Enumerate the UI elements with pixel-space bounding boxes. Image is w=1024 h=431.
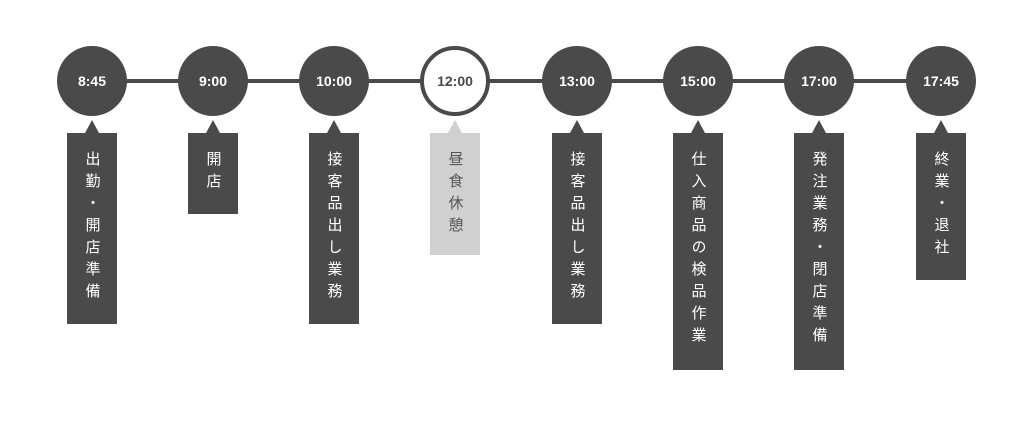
task-label: 出勤・開店準備 bbox=[83, 151, 102, 305]
time-label: 9:00 bbox=[198, 73, 228, 89]
time-circle: 8:45 bbox=[57, 46, 127, 116]
time-label: 10:00 bbox=[316, 73, 352, 89]
task-box: 接客品出し業務 bbox=[552, 133, 602, 324]
time-label: 17:00 bbox=[801, 73, 837, 89]
time-circle: 9:00 bbox=[178, 46, 248, 116]
task-label: 終業・退社 bbox=[932, 151, 951, 261]
task-label: 接客品出し業務 bbox=[325, 151, 344, 305]
callout-pointer bbox=[934, 120, 948, 133]
time-label: 12:00 bbox=[437, 73, 473, 89]
task-label: 昼食休憩 bbox=[446, 151, 465, 239]
callout-pointer bbox=[691, 120, 705, 133]
task-label: 接客品出し業務 bbox=[568, 151, 587, 305]
callout-pointer bbox=[812, 120, 826, 133]
time-label: 17:45 bbox=[923, 73, 959, 89]
callout-pointer bbox=[327, 120, 341, 133]
task-box: 仕入商品の検品作業 bbox=[673, 133, 723, 370]
callout-pointer bbox=[206, 120, 220, 133]
task-box: 開店 bbox=[188, 133, 238, 214]
time-circle: 13:00 bbox=[542, 46, 612, 116]
task-box: 出勤・開店準備 bbox=[67, 133, 117, 324]
time-circle: 17:45 bbox=[906, 46, 976, 116]
callout-pointer bbox=[85, 120, 99, 133]
task-label: 発注業務・閉店準備 bbox=[810, 151, 829, 349]
task-box: 発注業務・閉店準備 bbox=[794, 133, 844, 370]
time-label: 13:00 bbox=[559, 73, 595, 89]
task-label: 仕入商品の検品作業 bbox=[689, 151, 708, 349]
task-box: 接客品出し業務 bbox=[309, 133, 359, 324]
callout-pointer bbox=[448, 120, 462, 133]
time-circle: 12:00 bbox=[420, 46, 490, 116]
callout-pointer bbox=[570, 120, 584, 133]
timeline-line bbox=[92, 79, 941, 83]
time-circle: 10:00 bbox=[299, 46, 369, 116]
time-circle: 15:00 bbox=[663, 46, 733, 116]
time-circle: 17:00 bbox=[784, 46, 854, 116]
task-box: 終業・退社 bbox=[916, 133, 966, 280]
time-label: 15:00 bbox=[680, 73, 716, 89]
task-box: 昼食休憩 bbox=[430, 133, 480, 255]
task-label: 開店 bbox=[204, 151, 223, 195]
time-label: 8:45 bbox=[77, 73, 107, 89]
